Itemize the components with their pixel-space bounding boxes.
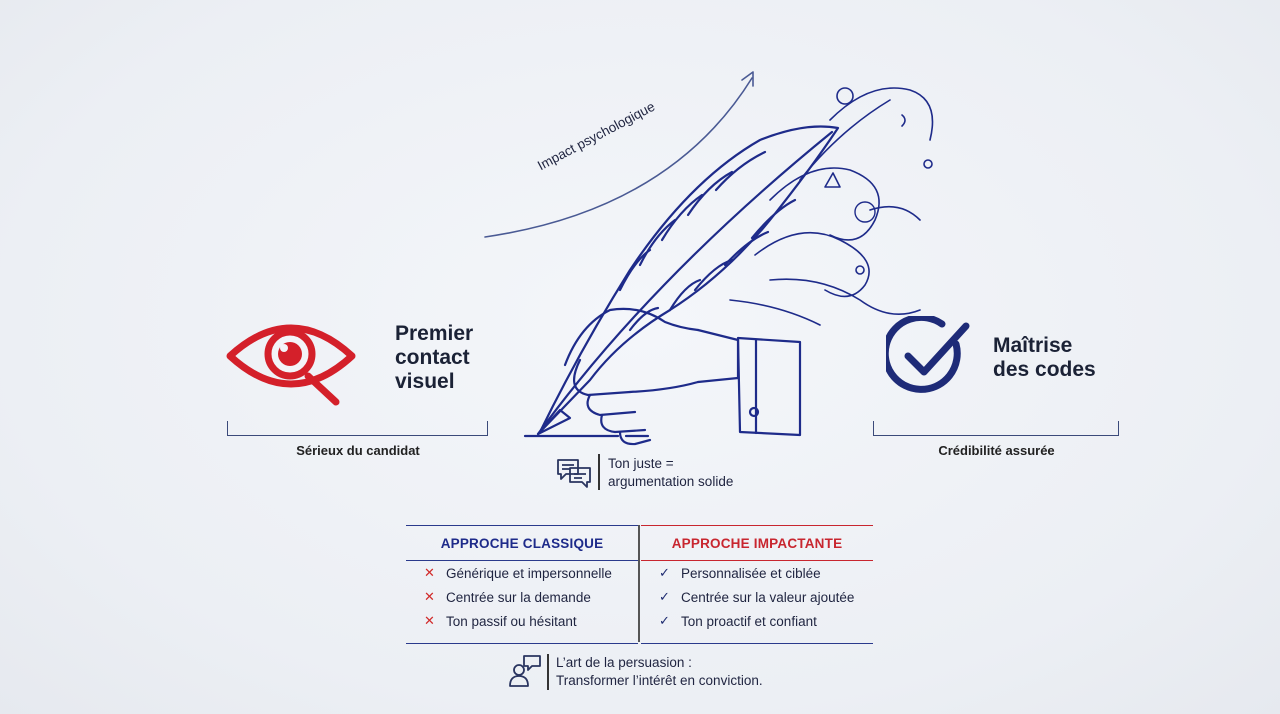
check-icon: ✓ (659, 613, 670, 628)
list-item: ✓ Personnalisée et ciblée (659, 565, 821, 581)
speaker-person-icon (509, 655, 541, 687)
eye-magnifier-icon (226, 324, 356, 406)
classic-header: APPROCHE CLASSIQUE (406, 526, 638, 561)
list-item: ✕ Générique et impersonnelle (424, 565, 612, 581)
footer-note-separator (547, 654, 549, 690)
left-bracket (227, 421, 488, 436)
cross-icon: ✕ (424, 565, 435, 580)
left-caption: Sérieux du candidat (296, 443, 420, 458)
column-divider (638, 525, 640, 642)
impact-column: APPROCHE IMPACTANTE ✓ Personnalisée et c… (641, 525, 873, 644)
cross-icon: ✕ (424, 589, 435, 604)
list-item: ✓ Ton proactif et confiant (659, 613, 817, 629)
classic-column: APPROCHE CLASSIQUE ✕ Générique et impers… (406, 525, 638, 644)
right-title: Maîtrise des codes (993, 334, 1096, 381)
impact-header: APPROCHE IMPACTANTE (641, 526, 873, 561)
quill-hand-illustration (484, 71, 934, 446)
center-note-text: Ton juste = argumentation solide (608, 456, 734, 489)
check-icon: ✓ (659, 589, 670, 604)
left-title: Premier contact visuel (395, 322, 474, 393)
check-circle-icon (886, 316, 970, 393)
chat-bubbles-icon (557, 459, 591, 488)
footer-note-text: L’art de la persuasion : Transformer l’i… (556, 655, 763, 688)
right-bracket (873, 421, 1119, 436)
cross-icon: ✕ (424, 613, 435, 628)
list-item: ✕ Centrée sur la demande (424, 589, 591, 605)
comparison-table: APPROCHE CLASSIQUE ✕ Générique et impers… (406, 525, 873, 644)
list-item: ✓ Centrée sur la valeur ajoutée (659, 589, 855, 605)
list-item: ✕ Ton passif ou hésitant (424, 613, 577, 629)
right-caption: Crédibilité assurée (938, 443, 1055, 458)
check-icon: ✓ (659, 565, 670, 580)
center-note-separator (598, 454, 600, 490)
